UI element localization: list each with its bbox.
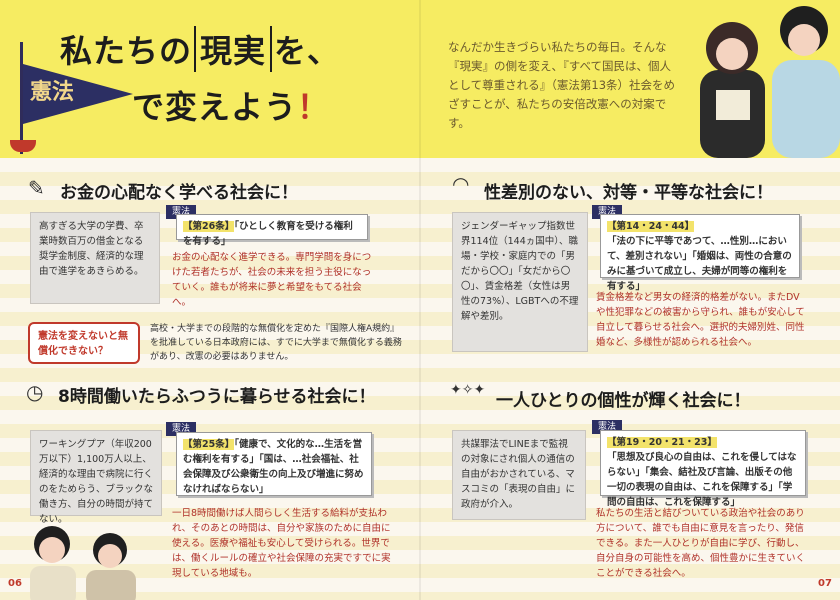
body-text-gender: 賃金格差など男女の経済的格差がない。またDVや性犯罪などの被害から守られ、誰もが… xyxy=(596,292,805,348)
clause-box-education: 【第26条】「ひとしく教育を受ける権利を有する」 xyxy=(176,214,368,247)
rainbow-icon: ◠ xyxy=(452,172,470,196)
body-text-work: 一日8時間働けば人間らしく生活する給料が支払われ、そのあとの時間は、自分や家族の… xyxy=(172,508,391,579)
clause-box-work: 【第25条】「健康で、文化的な…生活を営む権利を有する」「国は、…社会福祉、社会… xyxy=(176,432,372,496)
pencil-icon: ✎ xyxy=(28,176,45,200)
title-bracket-word: 現実 xyxy=(194,26,273,72)
title-line-2: で変えよう！ xyxy=(132,88,331,126)
situation-box-work: ワーキングプア（年収200万以下）1,100万人以上、経済的な理由で病院に行くの… xyxy=(30,430,162,525)
clause-box-individuality: 【第19・20・21・23】「思想及び良心の自由は、これを侵してはならない」「集… xyxy=(600,430,806,508)
page-spine xyxy=(419,0,421,600)
page-number-right: 07 xyxy=(818,578,832,589)
title-line-1: 私たちの現実を、 xyxy=(60,26,340,72)
flag-pole xyxy=(20,42,23,154)
sparkle-icon: ✦✧✦ xyxy=(450,382,486,398)
clause-box-gender: 【第14・24・44】「法の下に平等であつて、…性別…において、差別されない」「… xyxy=(600,214,800,292)
section-title-work: 8時間働いたらふつうに暮らせる社会に！ xyxy=(58,387,376,407)
intro-text: なんだか生きづらい私たちの毎日。そんな『現実』の側を変え、『すべて国民は、個人と… xyxy=(448,40,676,130)
section-title-individuality: 一人ひとりの個性が輝く社会に！ xyxy=(496,391,751,411)
body-text-individuality: 私たちの生活と結びついている政治や社会のあり方について、誰でも自由に意見を言った… xyxy=(596,508,806,579)
pennant-label: 憲法 xyxy=(30,80,75,105)
section-title-education: お金の心配なく学べる社会に！ xyxy=(60,183,298,203)
page-number-left: 06 xyxy=(8,578,22,589)
two-people-illustration xyxy=(700,6,840,158)
situation-box-education: 高すぎる大学の学費、卒業時数百万の借金となる奨学金制度、経済的な理由で進学をあき… xyxy=(30,212,160,304)
pennant-flag xyxy=(23,64,133,124)
question-box-free-tuition: 憲法を変えないと無償化できない？ xyxy=(28,322,140,364)
clock-icon: ◷ xyxy=(26,380,44,404)
situation-box-individuality: 共謀罪法でLINEまで監視の対象にされ個人の通信の自由がおかされている、マスコミ… xyxy=(452,430,586,520)
body-text-education: お金の心配なく進学できる。専門学問を身につけた若者たちが、社会の未来を担う主役に… xyxy=(172,252,372,308)
section-title-gender-equality: 性差別のない、対等・平等な社会に！ xyxy=(484,183,773,203)
couple-with-baby-illustration xyxy=(30,526,136,600)
boat-icon xyxy=(10,140,36,152)
answer-text-free-tuition: 高校・大学までの段階的な無償化を定めた『国際人権A規約』を批准している日本政府に… xyxy=(150,324,402,362)
situation-box-gender: ジェンダーギャップ指数世界114位（144ヵ国中）、職場・学校・家庭内での「男だ… xyxy=(452,212,588,352)
